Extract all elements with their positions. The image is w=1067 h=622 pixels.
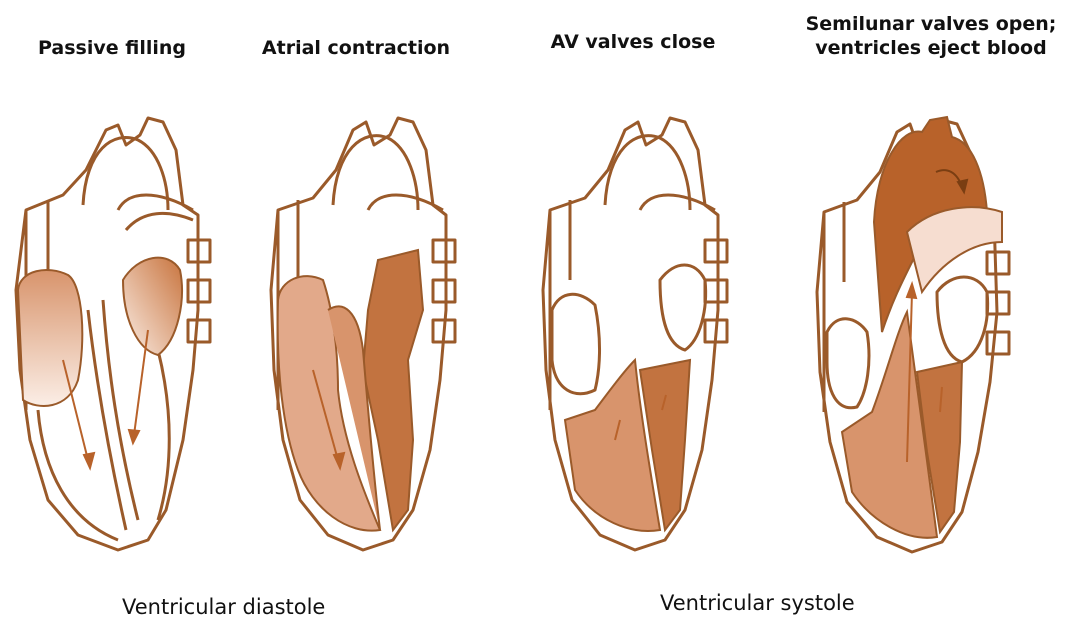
heart-diagram-atrial-contraction (268, 110, 468, 570)
panel-title-passive-filling: Passive filling (22, 36, 202, 60)
phase-label-ventricular-systole: Ventricular systole (660, 590, 855, 616)
heart-diagram-semilunar-valves-open (812, 112, 1027, 572)
panel-title-atrial-contraction: Atrial contraction (246, 36, 466, 60)
phase-label-ventricular-diastole: Ventricular diastole (122, 594, 325, 620)
heart-diagram-av-valves-close (540, 110, 740, 570)
heart-diagram-passive-filling (8, 110, 233, 570)
panel-title-av-valves-close: AV valves close (528, 30, 738, 54)
panel-title-semilunar-valves-open: Semilunar valves open; ventricles eject … (800, 12, 1062, 60)
